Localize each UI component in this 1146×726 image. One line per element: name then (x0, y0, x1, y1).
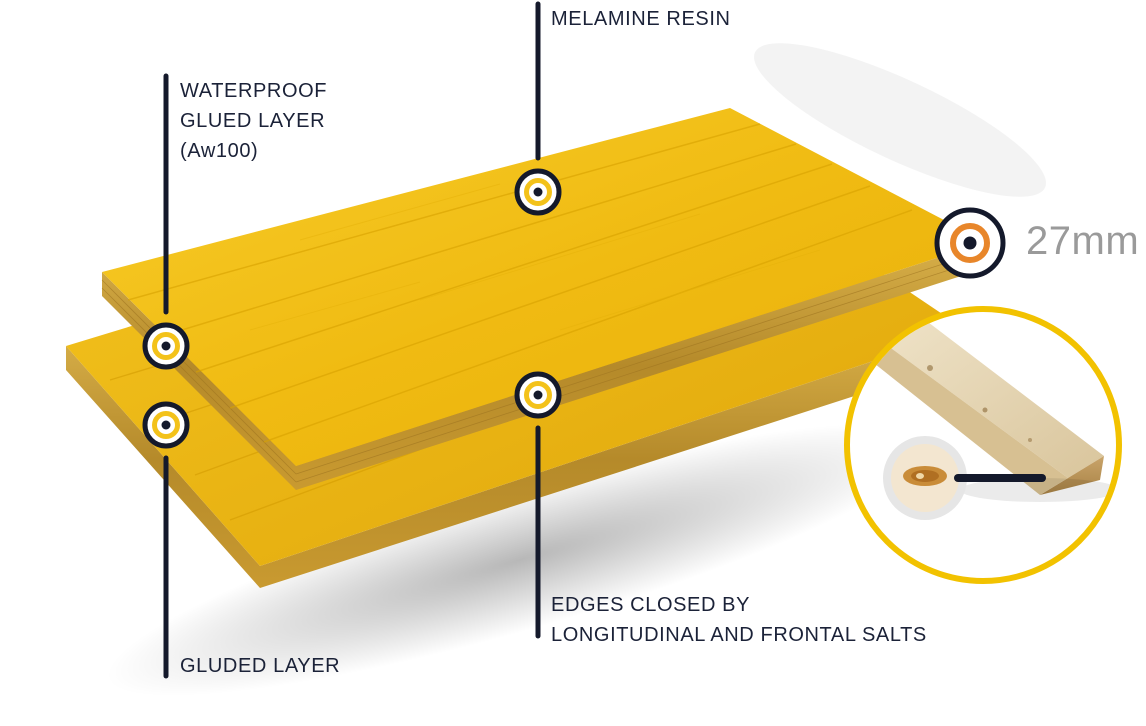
thickness-label: 27mm (1026, 219, 1140, 263)
label-melamine-resin: MELAMINE RESIN (551, 4, 731, 34)
beam-cross-section (883, 436, 967, 520)
panel-shadow (106, 423, 934, 697)
target-marker-icon (142, 401, 190, 449)
label-edges-line-1: EDGES CLOSED BY (551, 594, 751, 616)
upper-glow (754, 43, 1046, 197)
label-edges-closed: EDGES CLOSED BY LONGITUDINAL AND FRONTAL… (551, 590, 927, 650)
target-marker-icon (142, 322, 190, 370)
label-edges-line-2: LONGITUDINAL AND FRONTAL SALTS (551, 624, 927, 646)
upper-panel (101, 108, 987, 490)
label-waterproof-line-1: WATERPROOF (180, 80, 328, 102)
label-waterproof-line-2: GLUED LAYER (180, 110, 326, 132)
leader-lines (163, 1, 541, 679)
label-gluded-layer: GLUDED LAYER (180, 651, 340, 681)
label-waterproof-glued-layer: WATERPROOF GLUED LAYER (Aw100) (180, 76, 327, 166)
label-melamine-text: MELAMINE RESIN (551, 8, 731, 30)
target-marker-icon (514, 371, 562, 419)
thickness-marker-icon (934, 207, 1006, 279)
label-waterproof-line-3: (Aw100) (180, 140, 259, 162)
timber-beam-inset-icon (844, 306, 1122, 584)
target-marker-icon (514, 168, 562, 216)
label-gluded-text: GLUDED LAYER (180, 655, 341, 677)
